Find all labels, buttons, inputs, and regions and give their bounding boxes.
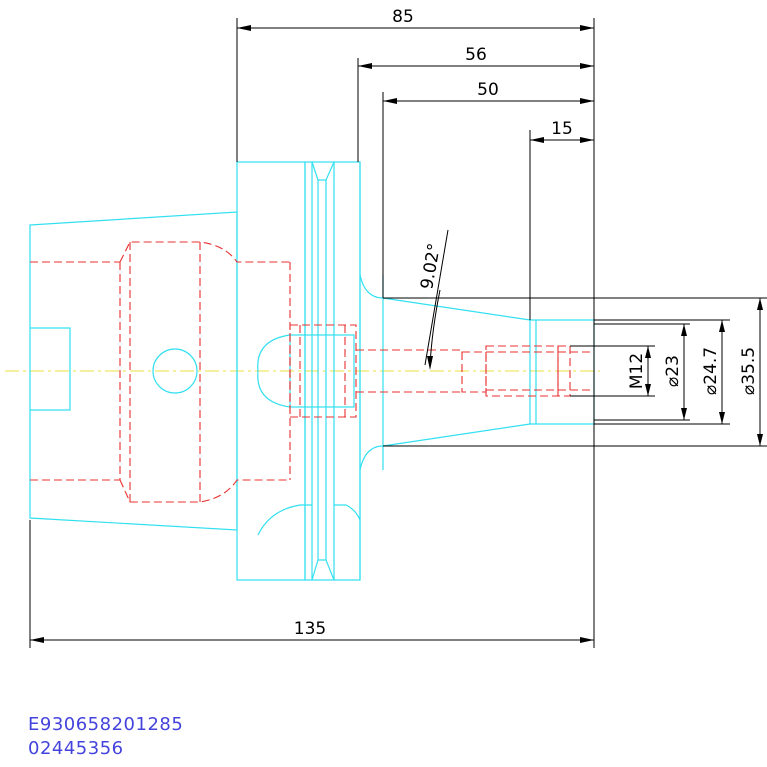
dim-15-label: 15 <box>551 119 573 139</box>
angle-label: 9.02° <box>417 242 445 291</box>
dim-56-label: 56 <box>465 45 487 65</box>
code-line-1: E930658201285 <box>28 714 183 735</box>
dia-24-7-label: ⌀24.7 <box>701 347 721 395</box>
dim-85-label: 85 <box>392 7 414 27</box>
hidden-lines <box>30 241 594 503</box>
dia-35-5-label: ⌀35.5 <box>739 347 759 395</box>
dim-50-label: 50 <box>477 80 499 100</box>
thread-m12-label: M12 <box>627 353 647 389</box>
code-line-2: 02445356 <box>28 738 124 759</box>
dimension-lines <box>29 18 767 648</box>
dia-23-label: ⌀23 <box>663 355 683 387</box>
dim-135-label: 135 <box>294 619 326 639</box>
